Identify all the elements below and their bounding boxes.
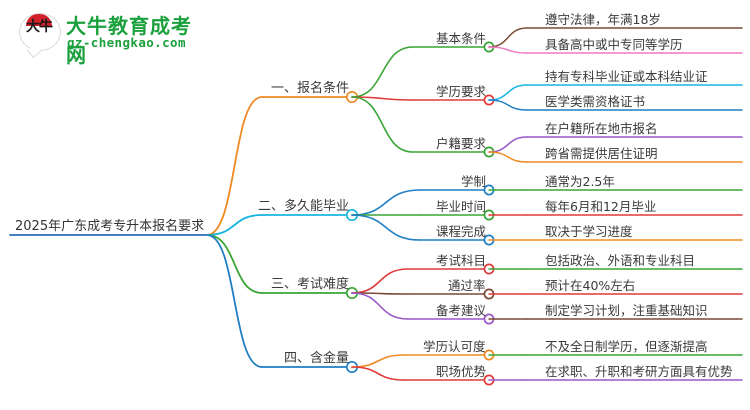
subbranch-node-pass-rate[interactable]: 通过率 — [448, 278, 486, 293]
branch-node-3[interactable]: 三、考试难度 — [271, 277, 350, 292]
logo-red-arc — [26, 14, 52, 26]
subbranch-node-degree-recognition[interactable]: 学历认可度 — [423, 339, 486, 354]
leaf-node[interactable]: 包括政治、外语和专业科目 — [545, 253, 696, 268]
subbranch-node-exam-subjects[interactable]: 考试科目 — [436, 253, 487, 268]
leaf-node[interactable]: 取决于学习进度 — [545, 224, 633, 239]
subbranch-node-course-completion[interactable]: 课程完成 — [436, 224, 487, 239]
site-logo: 大牛 大牛教育成考网 gz-chengkao.com — [18, 8, 208, 67]
branch-node-1[interactable]: 一、报名条件 — [271, 81, 350, 96]
leaf-node[interactable]: 制定学习计划，注重基础知识 — [545, 303, 708, 318]
subbranch-node-prep-advice[interactable]: 备考建议 — [436, 303, 487, 318]
leaf-node[interactable]: 预计在40%左右 — [545, 278, 636, 293]
logo-badge-icon: 大牛 — [18, 10, 61, 52]
mindmap-root-node[interactable]: 2025年广东成考专升本报名要求 — [15, 219, 205, 234]
leaf-node[interactable]: 在户籍所在地市报名 — [545, 121, 658, 136]
leaf-node[interactable]: 不及全日制学历，但逐渐提高 — [545, 339, 708, 354]
branch-node-4[interactable]: 四、含金量 — [284, 351, 350, 366]
subbranch-node-school-system[interactable]: 学制 — [461, 174, 487, 189]
subbranch-node-workplace-advantage[interactable]: 职场优势 — [436, 364, 487, 379]
subbranch-node-household-requirement[interactable]: 户籍要求 — [436, 136, 487, 151]
leaf-node[interactable]: 遵守法律，年满18岁 — [545, 12, 661, 27]
leaf-node[interactable]: 具备高中或中专同等学历 — [545, 37, 683, 52]
logo-badge-text: 大牛 — [26, 19, 53, 35]
subbranch-node-education-requirement[interactable]: 学历要求 — [436, 84, 487, 99]
branch-node-2[interactable]: 二、多久能毕业 — [258, 199, 350, 214]
leaf-node[interactable]: 在求职、升职和考研方面具有优势 — [545, 364, 733, 379]
leaf-node[interactable]: 通常为2.5年 — [545, 174, 615, 189]
logo-wordmark: 大牛教育成考网 — [66, 14, 192, 67]
logo-domain: gz-chengkao.com — [67, 35, 186, 50]
subbranch-node-basic-conditions[interactable]: 基本条件 — [436, 31, 487, 46]
leaf-node[interactable]: 持有专科毕业证或本科结业证 — [545, 69, 708, 84]
subbranch-node-graduation-time[interactable]: 毕业时间 — [436, 199, 487, 214]
leaf-node[interactable]: 医学类需资格证书 — [545, 94, 646, 109]
leaf-node[interactable]: 每年6月和12月毕业 — [545, 199, 657, 214]
leaf-node[interactable]: 跨省需提供居住证明 — [545, 146, 658, 161]
